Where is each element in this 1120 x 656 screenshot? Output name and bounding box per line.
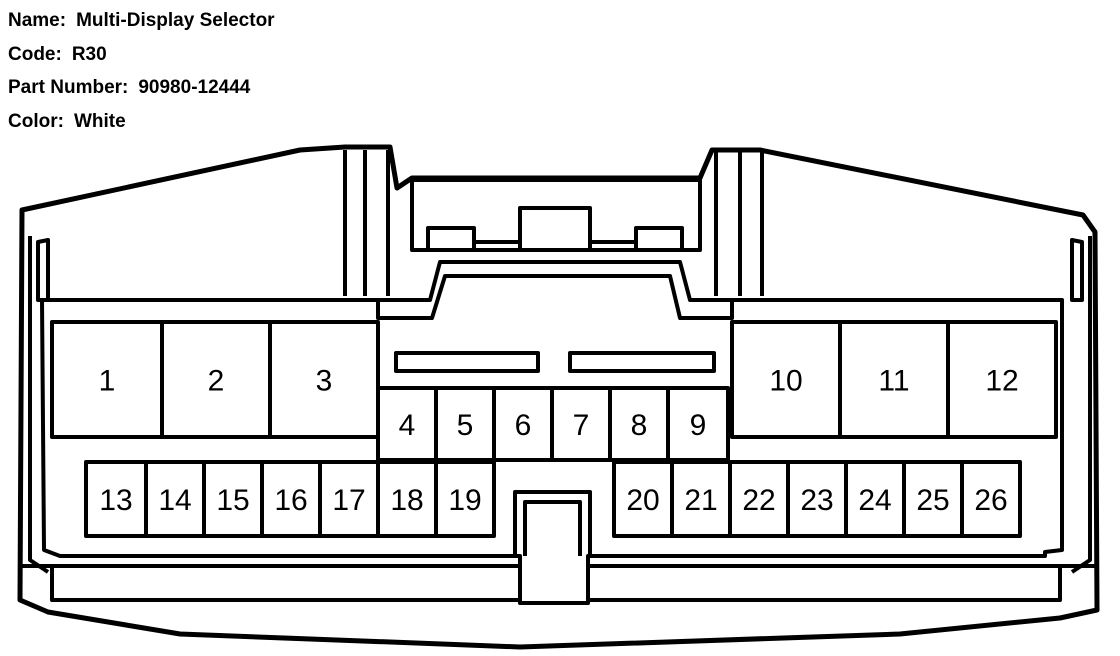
pin-number-8: 8 — [631, 409, 648, 442]
pin-number-21: 21 — [684, 484, 717, 517]
pin-number-14: 14 — [158, 484, 191, 517]
housing-outline — [17, 144, 1100, 650]
pin-number-5: 5 — [457, 409, 474, 442]
pin-number-6: 6 — [515, 409, 532, 442]
pin-cavity-26 — [960, 460, 1022, 538]
color-value: White — [73, 110, 126, 132]
color-label: Color: — [8, 110, 64, 132]
name-value: Multi-Display Selector — [76, 10, 275, 31]
key-slot-left — [394, 351, 540, 373]
code-row: Code: R30 — [8, 38, 275, 72]
pin-number-18: 18 — [390, 484, 423, 517]
code-value: R30 — [71, 43, 107, 65]
pin-number-24: 24 — [858, 484, 891, 517]
pin-number-17: 17 — [332, 484, 365, 517]
name-label: Name: — [8, 10, 67, 31]
color-row: Color: White — [8, 105, 275, 139]
pin-number-11: 11 — [878, 365, 909, 398]
connector-info: Name: Multi-Display Selector Code: R30 Par… — [8, 4, 275, 138]
inner-cavity-outline — [40, 260, 1064, 605]
pin-number-12: 12 — [985, 365, 1018, 398]
pin-number-3: 3 — [316, 365, 333, 398]
name-row: Name: Multi-Display Selector — [8, 4, 275, 38]
pin-number-22: 22 — [742, 484, 775, 517]
left-latch — [28, 150, 390, 574]
center-notch — [513, 490, 592, 556]
pin-number-19: 19 — [448, 484, 481, 517]
inner-ledge-left — [376, 274, 734, 320]
pin-cavity-12 — [946, 320, 1058, 439]
bottom-rail — [22, 564, 1096, 602]
code-label: Code: — [8, 43, 62, 65]
pin-cavity-19 — [434, 460, 496, 538]
pin-number-4: 4 — [399, 409, 416, 442]
part-number-row: Part Number: 90980-12444 — [8, 71, 275, 105]
pin-number-10: 10 — [769, 365, 802, 398]
lock-tab — [410, 178, 702, 252]
pin-number-16: 16 — [274, 484, 307, 517]
pin-cavity-3 — [268, 320, 380, 439]
pin-number-25: 25 — [916, 484, 949, 517]
pin-number-23: 23 — [800, 484, 833, 517]
right-latch — [714, 152, 1092, 574]
pin-number-26: 26 — [974, 484, 1007, 517]
pin-number-13: 13 — [99, 484, 132, 517]
pin-number-7: 7 — [573, 409, 590, 442]
pin-number-2: 2 — [208, 365, 225, 398]
pin-number-1: 1 — [99, 365, 116, 398]
key-slot-right — [568, 351, 716, 373]
pin-number-9: 9 — [690, 409, 707, 442]
pin-number-15: 15 — [216, 484, 249, 517]
part-number-label: Part Number: — [8, 77, 129, 98]
pin-number-20: 20 — [626, 484, 659, 517]
part-number-value: 90980-12444 — [138, 77, 251, 98]
